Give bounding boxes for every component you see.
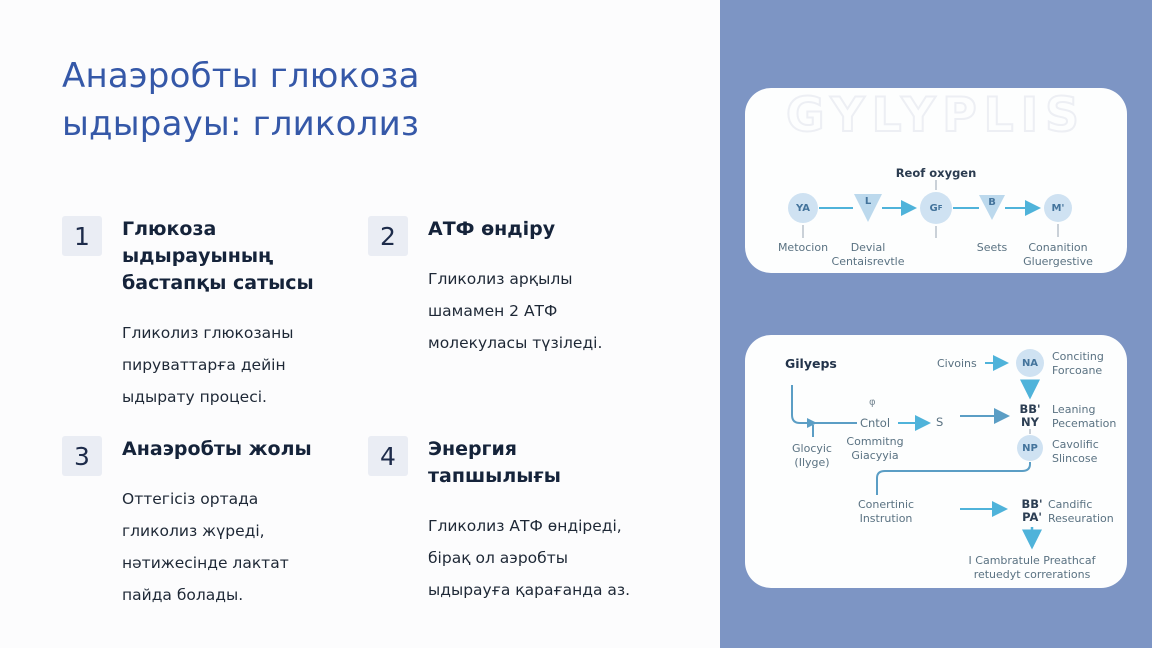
caption-candific: Candific Reseuration — [1048, 498, 1114, 525]
phi-glyph: φ — [869, 397, 876, 408]
label-conertinic: Conertinic Instrution — [857, 498, 915, 525]
label-s: S — [936, 415, 944, 429]
node-na: NA — [1016, 349, 1044, 377]
label-glocyic: Glocyic (Ilyge) — [792, 442, 832, 469]
caption-devial: Devial Centaisrevtle — [831, 241, 905, 268]
caption-commitng: Commitng Giacyyia — [846, 435, 904, 462]
caption-conciting: Conciting Forcoane — [1052, 350, 1104, 377]
feature-item-4: 4 Энергия тапшылығы Гликолиз АТФ өндіред… — [368, 436, 670, 606]
number-badge-1: 1 — [62, 216, 102, 256]
flow-node-b: B — [988, 197, 996, 208]
item-2-heading: АТФ өндіру — [428, 218, 556, 240]
flow-connectors-top — [802, 180, 1059, 238]
item-4-body: Гликолиз АТФ өндіреді, бірақ ол аэробты … — [428, 517, 631, 599]
node-bbpa: BB' PA' — [1021, 497, 1043, 524]
item-1-body: Гликолиз глюкозаны пируваттарға дейін ыд… — [122, 324, 294, 406]
label-civoins: Civoins — [937, 357, 977, 370]
caption-seets: Seets — [976, 241, 1008, 254]
diagram-card-bottom: Gilyeps Civoins NA Conciting Forcoane BB… — [745, 335, 1127, 588]
flow-node-l: L — [864, 196, 872, 207]
caption-leaning: Leaning Pecemation — [1052, 403, 1117, 430]
item-3-heading: Анаэробты жолы — [122, 438, 312, 460]
oxygen-annotation: Reof oxygen — [895, 166, 977, 180]
number-badge-2: 2 — [368, 216, 408, 256]
item-2-text: АТФ өндіру Гликолиз арқылы шамамен 2 АТФ… — [428, 216, 670, 359]
flow-node-gf-main: G — [929, 202, 938, 214]
item-2-body: Гликолиз арқылы шамамен 2 АТФ молекуласы… — [428, 270, 603, 352]
flow-node-m: M' — [1044, 194, 1072, 222]
item-3-body: Оттегісіз ортада гликолиз жүреді, нәтиже… — [122, 490, 289, 604]
item-1-text: Глюкоза ыдырауының бастапқы сатысы Глико… — [122, 216, 364, 413]
number-badge-3: 3 — [62, 436, 102, 476]
caption-metocion: Metocion — [777, 241, 829, 254]
diagram-card-top: GYLYPLIS — [745, 87, 1127, 273]
feature-item-2: 2 АТФ өндіру Гликолиз арқылы шамамен 2 А… — [368, 216, 670, 359]
item-3-text: Анаэробты жолы Оттегісіз ортада гликолиз… — [122, 436, 364, 611]
feature-item-3: 3 Анаэробты жолы Оттегісіз ортада гликол… — [62, 436, 364, 611]
caption-conanition: Conanition Gluergestive — [1023, 241, 1093, 268]
slide-title: Анаэробты глюкоза ыдырауы: гликолиз — [62, 56, 420, 144]
caption-cavolific: Cavolific Slincose — [1052, 438, 1099, 465]
label-cntol: Cntol — [859, 416, 891, 430]
item-4-heading: Энергия тапшылығы — [428, 438, 561, 487]
number-badge-4: 4 — [368, 436, 408, 476]
flow-node-ya: YA — [788, 193, 818, 223]
node-bbny: BB' NY — [1019, 402, 1041, 429]
right-panel: GYLYPLIS — [720, 0, 1152, 648]
flow-connectors-bottom — [791, 355, 1042, 550]
node-np: NP — [1017, 435, 1043, 461]
item-4-text: Энергия тапшылығы Гликолиз АТФ өндіреді,… — [428, 436, 670, 606]
item-1-heading: Глюкоза ыдырауының бастапқы сатысы — [122, 218, 314, 294]
watermark-text: GYLYPLIS — [785, 87, 1086, 144]
footer-caption: I Cambratule Preathcaf retuedyt correrat… — [968, 554, 1096, 581]
bottom-card-heading: Gilyeps — [785, 356, 837, 371]
feature-item-1: 1 Глюкоза ыдырауының бастапқы сатысы Гли… — [62, 216, 364, 413]
